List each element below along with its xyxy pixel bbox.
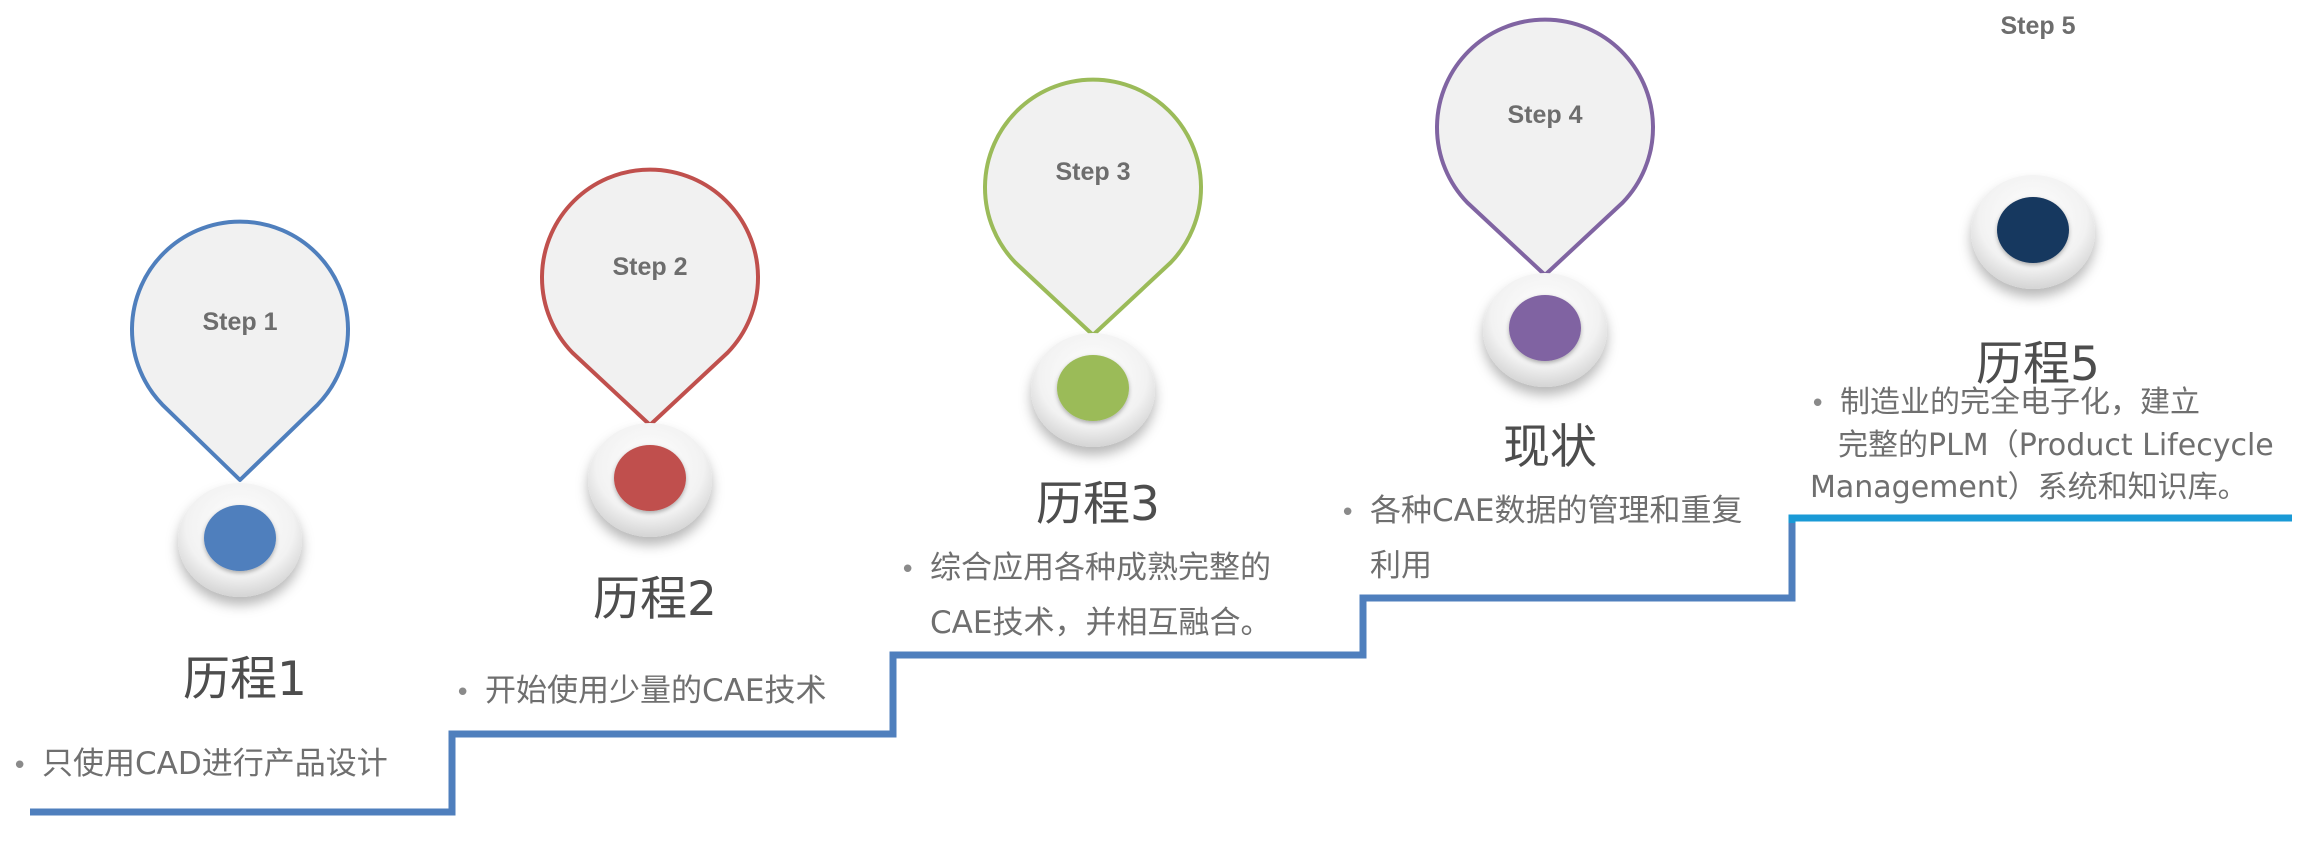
bullet-dot-icon: • — [1810, 389, 1826, 419]
description-text: 利用 — [1370, 548, 1432, 584]
step-2-title: 历程2 — [593, 572, 717, 627]
staircase-line-top — [1788, 514, 2292, 523]
step-4-pin — [1435, 17, 1655, 277]
step-3-label: Step 3 — [1055, 158, 1131, 186]
description-text: 综合应用各种成熟完整的 — [930, 550, 1271, 586]
bullet-dot-icon: • — [1340, 498, 1356, 528]
description-text: Management）系统和知识库。 — [1810, 470, 2248, 505]
step-2-description: • 开始使用少量的CAE技术 — [455, 665, 826, 720]
step-1-dot — [204, 505, 276, 571]
staircase-line-lower — [30, 518, 1796, 816]
description-text: 各种CAE数据的管理和重复 — [1370, 493, 1743, 529]
step-1-description: • 只使用CAD进行产品设计 — [12, 738, 388, 793]
description-line: • 开始使用少量的CAE技术 — [455, 665, 826, 720]
step-5-dot — [1997, 197, 2069, 263]
step-4-marker — [1435, 17, 1655, 387]
description-text: 只使用CAD进行产品设计 — [42, 746, 388, 782]
description-text: 完整的PLM（Product Lifecycle — [1838, 428, 2274, 463]
step-4-dot — [1509, 295, 1581, 361]
bullet-dot-icon: • — [900, 555, 916, 585]
description-line: 利用 — [1340, 540, 1742, 593]
description-text: CAE技术，并相互融合。 — [930, 605, 1272, 641]
description-text: 制造业的完全电子化，建立 — [1840, 385, 2200, 420]
step-1-pin — [130, 219, 350, 482]
step-5-title: 历程5 — [1976, 337, 2100, 392]
step-4-description: • 各种CAE数据的管理和重复利用 — [1340, 485, 1742, 593]
step-4-title: 现状 — [1503, 420, 1597, 475]
step-2-label: Step 2 — [612, 253, 688, 281]
step-3-title: 历程3 — [1036, 477, 1160, 532]
description-line: • 制造业的完全电子化，建立 — [1810, 385, 2274, 422]
description-line: Management）系统和知识库。 — [1810, 470, 2274, 506]
description-text: 开始使用少量的CAE技术 — [485, 673, 827, 709]
step-5-label: Step 5 — [2000, 12, 2076, 40]
step-3-dot — [1057, 355, 1129, 421]
step-3-description: • 综合应用各种成熟完整的 CAE技术，并相互融合。 — [900, 542, 1271, 650]
step-5-marker — [1971, 175, 2095, 289]
description-line: • 只使用CAD进行产品设计 — [12, 738, 388, 793]
bullet-dot-icon: • — [12, 751, 28, 781]
step-1-marker — [130, 219, 350, 597]
step-2-marker — [540, 167, 760, 537]
description-line: • 综合应用各种成熟完整的 — [900, 542, 1271, 597]
description-line: • 各种CAE数据的管理和重复 — [1340, 485, 1742, 540]
step-3-marker — [983, 77, 1203, 447]
step-3-pin — [983, 77, 1203, 337]
description-line: 完整的PLM（Product Lifecycle — [1810, 428, 2274, 464]
bullet-dot-icon: • — [455, 678, 471, 708]
step-1-label: Step 1 — [202, 308, 278, 336]
step-2-pin — [540, 167, 760, 427]
description-line: CAE技术，并相互融合。 — [900, 597, 1271, 650]
step-2-dot — [614, 445, 686, 511]
step-1-title: 历程1 — [183, 652, 307, 707]
step-4-label: Step 4 — [1507, 101, 1583, 129]
